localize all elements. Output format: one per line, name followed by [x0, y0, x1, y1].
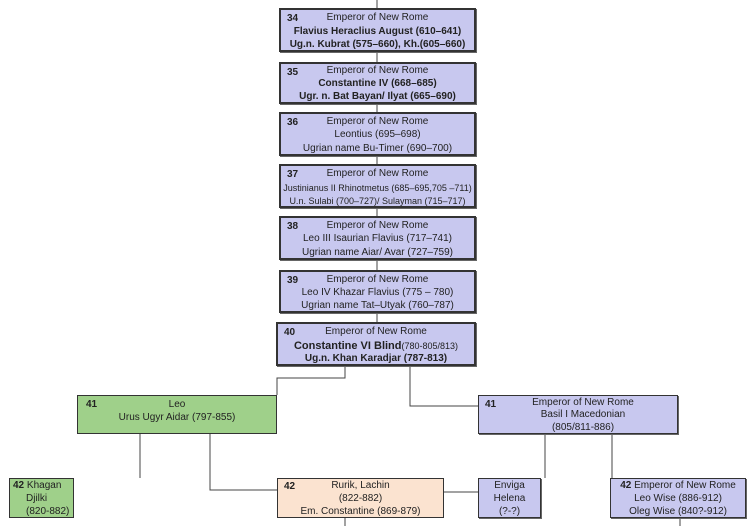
- node-enviga: Enviga Helena (?-?): [478, 478, 541, 518]
- node-number: 37: [287, 169, 299, 180]
- node-name: Leo: [168, 399, 186, 410]
- node-number: 39: [287, 275, 299, 286]
- node-title: Emperor of New Rome: [326, 220, 429, 231]
- node-name: Leo III Isaurian Flavius (717–741): [303, 233, 452, 244]
- node-ugrian-name: Ugrian name Bu-Timer (690–700): [302, 143, 453, 154]
- node-emperor-38: 38 Emperor of New Rome Leo III Isaurian …: [279, 216, 476, 260]
- node-number: 42: [284, 481, 296, 492]
- node-name: Leo Wise (886-912): [634, 493, 722, 504]
- node-name: Justinianus II Rhinotmetus (685–695,705 …: [283, 183, 472, 193]
- node-ugrian-name: Ug.n. Khan Karadjar (787-813): [304, 353, 448, 364]
- node-title: Emperor of New Rome: [634, 480, 736, 491]
- node-leowise-42: 42 Emperor of New Rome Leo Wise (886-912…: [610, 478, 746, 518]
- node-number: 34: [287, 13, 299, 24]
- node-djilki-42: 42 Khagan Djilki (820-882): [9, 478, 74, 518]
- node-basil-41: 41 Emperor of New Rome Basil I Macedonia…: [478, 395, 678, 434]
- node-number: 38: [287, 221, 299, 232]
- node-emperor-35: 35 Emperor of New Rome Constantine IV (6…: [279, 62, 476, 104]
- node-name: Enviga: [494, 480, 525, 491]
- node-ugrian-name: Ug.n. Kubrat (575–660), Kh.(605–660): [289, 39, 466, 50]
- node-name: Constantine IV (668–685): [318, 78, 437, 89]
- node-dates: (780-805/813): [401, 341, 459, 351]
- node-dates: (805/811-886): [551, 422, 615, 433]
- node-ugrian-name: Ugrian name Tat–Utyak (760–787): [301, 300, 454, 311]
- node-title: Emperor of New Rome: [326, 12, 429, 23]
- node-name: Basil I Macedonian: [540, 409, 626, 420]
- node-title: Emperor of New Rome: [325, 326, 427, 337]
- node-number: 41: [485, 399, 497, 410]
- node-ugrian-name: Ugr. n. Bat Bayan/ Ilyat (665–690): [299, 91, 456, 102]
- node-number: 40: [284, 327, 296, 338]
- node-title: Emperor of New Rome: [326, 168, 429, 179]
- node-emperor-34: 34 Emperor of New Rome Flavius Heraclius…: [279, 8, 476, 52]
- node-emperor-40: 40 Emperor of New Rome Constantine VI Bl…: [276, 322, 476, 366]
- node-name: Constantine VI Blind: [293, 340, 402, 352]
- node-name: Rurik, Lachin: [331, 480, 390, 491]
- node-name: Leo IV Khazar Flavius (775 – 780): [301, 287, 454, 298]
- node-ugrian-name: U.n. Sulabi (700–727)/ Sulayman (715–717…: [289, 196, 466, 206]
- node-title: Emperor of New Rome: [326, 274, 429, 285]
- node-leo-41: 41 Leo Urus Ugyr Aidar (797-855): [77, 395, 277, 434]
- node-name-row: Constantine VI Blind(780-805/813): [278, 339, 474, 352]
- node-rurik-42: 42 Rurik, Lachin (822-882) Em. Constanti…: [277, 478, 444, 518]
- node-dates: (?-?): [498, 506, 521, 517]
- node-title: Emperor of New Rome: [532, 397, 634, 408]
- node-name: Leontius (695–698): [334, 129, 421, 140]
- node-number: 42: [620, 480, 632, 491]
- node-dates: (820-882): [26, 506, 70, 517]
- node-ugrian-name: Ugrian name Aiar/ Avar (727–759): [301, 247, 453, 258]
- connector-40-leo: [276, 366, 346, 395]
- node-title-row: 42 Khagan: [13, 480, 73, 492]
- node-title: Khagan: [26, 480, 62, 491]
- connector-40-basil: [409, 366, 478, 407]
- node-alias: Helena: [493, 493, 526, 504]
- node-number: 35: [287, 67, 299, 78]
- node-title-row: 42 Emperor of New Rome: [611, 480, 745, 492]
- node-title: Emperor of New Rome: [326, 116, 429, 127]
- node-name: Djilki: [26, 493, 48, 504]
- node-number: 41: [86, 399, 98, 410]
- connector-leo-rurik: [209, 434, 277, 491]
- node-number: 42: [13, 480, 25, 491]
- node-name: Flavius Heraclius August (610–641): [293, 26, 462, 37]
- node-ugrian-name: Urus Ugyr Aidar (797-855): [118, 412, 236, 423]
- node-number: 36: [287, 117, 299, 128]
- node-alias: Oleg Wise (840?-912): [629, 506, 727, 517]
- node-emperor-37: 37 Emperor of New Rome Justinianus II Rh…: [279, 164, 476, 208]
- node-emperor-39: 39 Emperor of New Rome Leo IV Khazar Fla…: [279, 270, 476, 313]
- node-title: Emperor of New Rome: [326, 65, 429, 76]
- node-emperor-name: Em. Constantine (869-879): [300, 506, 421, 517]
- node-emperor-36: 36 Emperor of New Rome Leontius (695–698…: [279, 112, 476, 156]
- node-dates: (822-882): [338, 493, 383, 504]
